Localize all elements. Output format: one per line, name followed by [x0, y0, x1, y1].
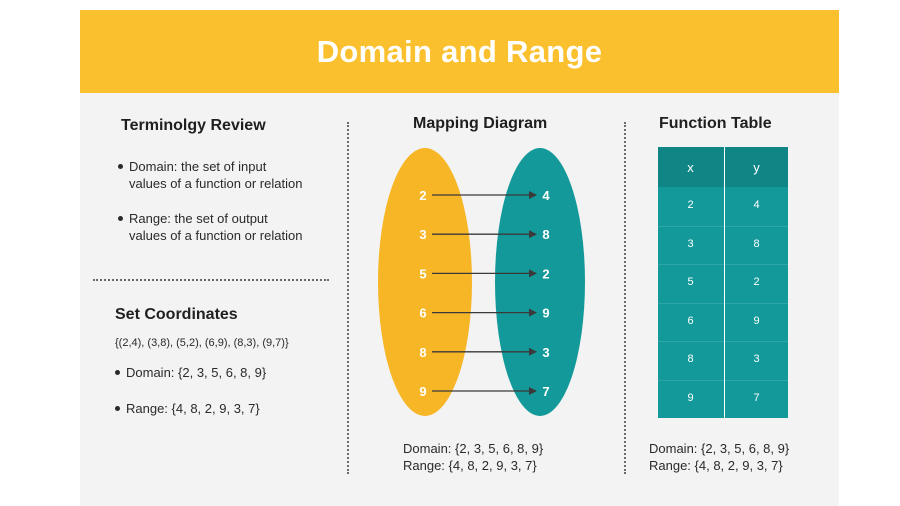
table-row-divider: [658, 225, 788, 227]
table-cell: 8: [753, 237, 760, 250]
mapping-diagram: 2 4 3 8 5 2 6 9 8 3 9 7: [378, 148, 585, 416]
terminology-range-line2: values of a function or relation: [129, 228, 303, 243]
domain-value: 8: [419, 345, 426, 360]
set-coordinates-heading: Set Coordinates: [115, 306, 238, 323]
range-oval: [495, 148, 585, 416]
table-cell: 8: [687, 353, 694, 365]
column-divider-right: [624, 122, 626, 474]
table-cell: 2: [687, 199, 694, 211]
terminology-range-line1: Range: the set of output: [129, 211, 268, 226]
range-value: 2: [542, 266, 549, 281]
range-value: 4: [542, 188, 550, 203]
table-cell: 9: [753, 314, 760, 327]
table-cell: 3: [753, 353, 760, 365]
page-title: Domain and Range: [316, 33, 603, 69]
table-cell: 3: [687, 237, 694, 250]
table-row-divider: [658, 379, 788, 381]
domain-value: 3: [419, 227, 426, 242]
function-table: x y 2 4 3 8 5 2 6 9 8 3 9 7: [658, 147, 788, 418]
table-header-row: [658, 147, 788, 187]
set-range: Range: {4, 8, 2, 9, 3, 7}: [126, 401, 260, 416]
mapping-range-caption: Range: {4, 8, 2, 9, 3, 7}: [403, 458, 537, 473]
table-cell: 9: [687, 391, 694, 404]
domain-value: 9: [419, 384, 426, 399]
mapping-domain-caption: Domain: {2, 3, 5, 6, 8, 9}: [403, 441, 544, 456]
table-domain-caption: Domain: {2, 3, 5, 6, 8, 9}: [649, 441, 790, 456]
bullet-dot: [115, 370, 120, 375]
title-banner: Domain and Range: [80, 10, 839, 93]
table-row-divider: [658, 302, 788, 304]
table-row-divider: [658, 264, 788, 265]
bullet-dot: [118, 164, 123, 169]
range-value: 7: [542, 384, 549, 399]
column-divider-left: [347, 122, 349, 474]
mapping-heading: Mapping Diagram: [413, 115, 548, 132]
table-row-divider: [658, 341, 788, 342]
table-header-x: x: [687, 160, 694, 175]
terminology-domain-line2: values of a function or relation: [129, 176, 303, 191]
table-range-caption: Range: {4, 8, 2, 9, 3, 7}: [649, 458, 783, 473]
range-value: 8: [542, 227, 549, 242]
domain-value: 2: [419, 188, 426, 203]
function-table-heading: Function Table: [659, 115, 772, 132]
table-cell: 6: [687, 314, 694, 327]
table-cell: 7: [753, 391, 760, 404]
terminology-heading: Terminolgy Review: [121, 117, 266, 134]
table-cell: 2: [753, 276, 760, 288]
domain-value: 5: [419, 266, 426, 281]
table-header-y: y: [753, 160, 760, 175]
bullet-dot: [115, 406, 120, 411]
table-cell: 5: [687, 276, 694, 288]
range-value: 3: [542, 345, 549, 360]
range-value: 9: [542, 306, 549, 321]
domain-value: 6: [419, 306, 426, 321]
table-cell: 4: [753, 199, 760, 211]
bullet-dot: [118, 216, 123, 221]
set-domain: Domain: {2, 3, 5, 6, 8, 9}: [126, 365, 267, 380]
section-divider: [93, 279, 329, 281]
table-column-divider: [724, 147, 725, 418]
ordered-pairs: {(2,4), (3,8), (5,2), (6,9), (8,3), (9,7…: [115, 337, 289, 349]
terminology-domain-line1: Domain: the set of input: [129, 159, 267, 174]
domain-oval: [378, 148, 472, 416]
